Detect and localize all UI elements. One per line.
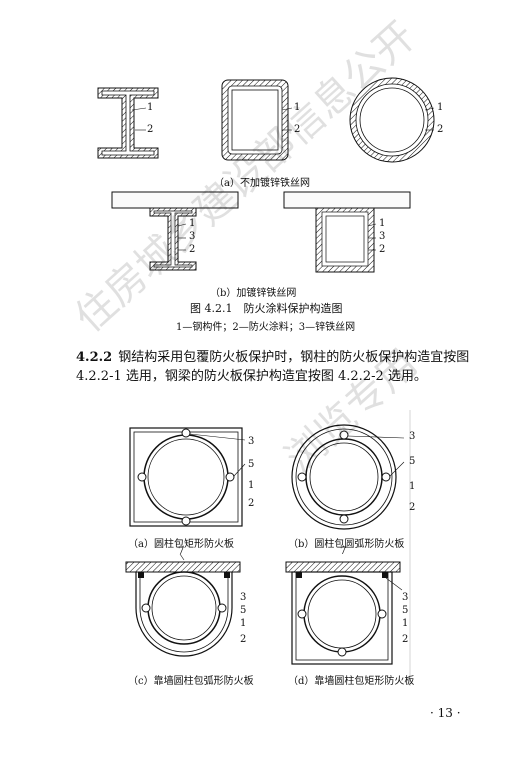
slab-box-beam-mesh [283, 191, 411, 273]
fig-d-label-7: 7 [340, 546, 347, 557]
tube-section-coated [349, 77, 435, 163]
clause-text: 钢结构采用包覆防火板保护时，钢柱的防火板保护构造宜按图 4.2.2-1 选用，钢… [76, 350, 470, 384]
label-b2-1: 1 [379, 218, 386, 229]
fig-b-label-5: 5 [409, 456, 416, 467]
box-section-coated [221, 79, 293, 161]
fig-b-label-1: 1 [409, 481, 416, 492]
fig-b-label-2: 2 [409, 502, 416, 513]
caption-fig-d: （d）靠墙圆柱包矩形防火板 [288, 676, 415, 687]
fig-c-label-7: 7 [178, 546, 185, 557]
label-a3-1: 1 [437, 102, 444, 113]
fig-c-label-1: 1 [240, 618, 247, 629]
caption-fig-b: （b）圆柱包圆弧形防火板 [288, 539, 405, 550]
label-a3-2: 2 [437, 124, 444, 135]
fig-c-label-5: 5 [240, 605, 247, 616]
label-a2-1: 1 [294, 102, 301, 113]
label-a1-2: 2 [147, 124, 154, 135]
i-section-coated [97, 87, 159, 159]
fig-a-label-1: 1 [248, 480, 255, 491]
slab-i-beam-mesh [111, 191, 239, 271]
label-b2-2: 2 [379, 244, 386, 255]
fig-c-label-2: 2 [240, 634, 247, 645]
caption-a-no-mesh: （a）不加镀锌铁丝网 [214, 178, 310, 189]
fig-a-label-2: 2 [248, 498, 255, 509]
label-b2-3: 3 [379, 231, 386, 242]
label-a2-2: 2 [294, 124, 301, 135]
fig-d-label-3: 3 [402, 592, 409, 603]
fig-d-label-2: 2 [402, 634, 409, 645]
label-b1-2: 2 [189, 244, 196, 255]
figure-4-2-1-title: 图 4.2.1 防火涂料保护构造图 [190, 302, 343, 315]
label-b1-1: 1 [189, 218, 196, 229]
caption-fig-a: （a）圆柱包矩形防火板 [128, 539, 234, 550]
fig-b-label-3: 3 [409, 431, 416, 442]
fig-d-label-5: 5 [402, 605, 409, 616]
fig-a-label-5: 5 [248, 459, 255, 470]
label-b1-3: 3 [189, 231, 196, 242]
figure-4-2-1-drawing [97, 77, 435, 273]
figure-4-2-1-legend: 1—钢构件；2—防火涂料；3—锌铁丝网 [176, 322, 356, 333]
fig-a-label-3: 3 [248, 436, 255, 447]
clause-number: 4.2.2 [76, 350, 113, 365]
fig-d-label-1: 1 [402, 618, 409, 629]
wall-column-arc-board [125, 553, 241, 657]
round-column-rect-board [129, 427, 246, 527]
caption-fig-c: （c）靠墙圆柱包弧形防火板 [128, 676, 254, 687]
fig-c-label-3: 3 [240, 592, 247, 603]
caption-b-with-mesh: （b）加镀锌铁丝网 [210, 288, 297, 299]
wall-column-rect-board [285, 561, 403, 665]
page-number: · 13 · [430, 706, 461, 720]
label-a1-1: 1 [147, 102, 154, 113]
